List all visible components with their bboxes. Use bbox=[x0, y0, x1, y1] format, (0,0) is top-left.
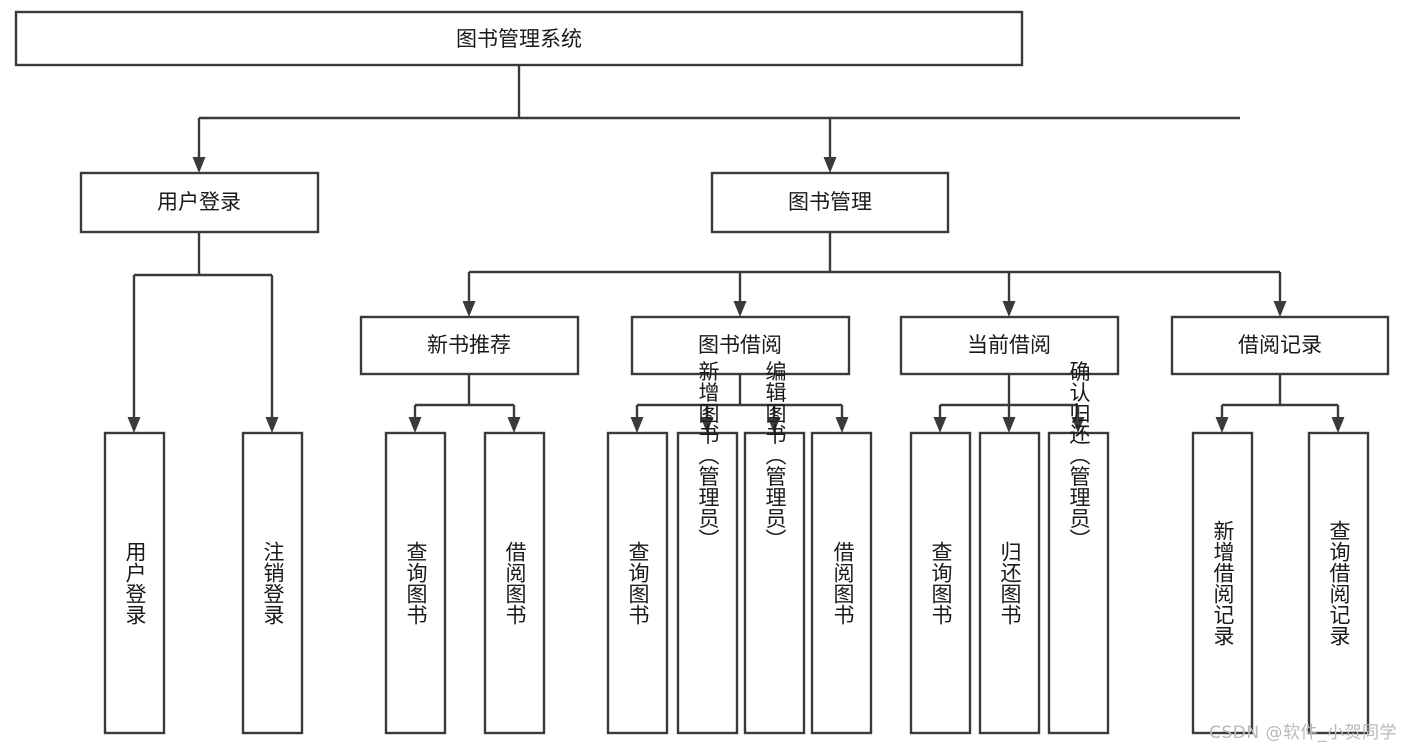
book-borrow-label: 图书借阅 bbox=[698, 333, 782, 357]
node-book-borrow[interactable]: 图书借阅 bbox=[630, 315, 851, 376]
node-leaf-query-book-3[interactable]: 查询图书 bbox=[909, 431, 972, 735]
arrow-leaf-query-book-3 bbox=[933, 417, 947, 433]
node-leaf-add-book[interactable]: 新增图书（管理员） bbox=[676, 361, 739, 735]
leaf-confirm-return-box[interactable] bbox=[1047, 431, 1110, 735]
root-box[interactable] bbox=[14, 10, 1024, 67]
node-root[interactable]: 图书管理系统 bbox=[14, 10, 1024, 67]
arrow-leaf-borrow-book-1 bbox=[507, 417, 521, 433]
leaf-add-record-box[interactable] bbox=[1191, 431, 1254, 735]
leaf-edit-book-box[interactable] bbox=[743, 431, 806, 735]
leaf-query-record-box[interactable] bbox=[1307, 431, 1370, 735]
leaf-user-login-box[interactable] bbox=[103, 431, 166, 735]
node-leaf-user-login[interactable]: 用户登录 bbox=[103, 431, 166, 735]
node-new-book-recommend[interactable]: 新书推荐 bbox=[359, 315, 580, 376]
node-leaf-query-record[interactable]: 查询借阅记录 bbox=[1307, 431, 1370, 735]
node-leaf-logout[interactable]: 注销登录 bbox=[241, 431, 304, 735]
node-user-login[interactable]: 用户登录 bbox=[79, 171, 320, 234]
leaf-return-book-label: 归还图书 bbox=[998, 541, 1022, 625]
arrow-current-borrow bbox=[1002, 301, 1016, 317]
leaf-add-book-label: 新增图书（管理员） bbox=[696, 361, 720, 550]
leaf-query-book-1-label: 查询图书 bbox=[404, 541, 428, 625]
node-leaf-add-record[interactable]: 新增借阅记录 bbox=[1191, 431, 1254, 735]
arrow-leaf-query-record bbox=[1331, 417, 1345, 433]
leaf-return-book-box[interactable] bbox=[978, 431, 1041, 735]
leaf-logout-box[interactable] bbox=[241, 431, 304, 735]
arrow-leaf-user-login bbox=[127, 417, 141, 433]
leaf-logout-label: 注销登录 bbox=[261, 541, 285, 625]
leaf-borrow-book-2-box[interactable] bbox=[810, 431, 873, 735]
leaf-edit-book-label: 编辑图书（管理员） bbox=[763, 361, 787, 550]
leaf-query-book-3-box[interactable] bbox=[909, 431, 972, 735]
borrow-record-box[interactable] bbox=[1170, 315, 1390, 376]
user-login-label: 用户登录 bbox=[157, 190, 241, 214]
arrow-new-book-recommend bbox=[462, 301, 476, 317]
node-leaf-borrow-book-1[interactable]: 借阅图书 bbox=[483, 431, 546, 735]
csdn-watermark: CSDN @软件_小贺同学 bbox=[1209, 723, 1397, 743]
arrow-book-borrow bbox=[733, 301, 747, 317]
arrow-leaf-logout bbox=[265, 417, 279, 433]
leaf-borrow-book-2-label: 借阅图书 bbox=[831, 541, 855, 625]
new-book-recommend-label: 新书推荐 bbox=[427, 333, 511, 357]
leaf-query-book-2-box[interactable] bbox=[606, 431, 669, 735]
arrow-leaf-query-book-1 bbox=[408, 417, 422, 433]
node-current-borrow[interactable]: 当前借阅 bbox=[899, 315, 1120, 376]
leaf-query-book-1-box[interactable] bbox=[384, 431, 447, 735]
user-login-box[interactable] bbox=[79, 171, 320, 234]
node-leaf-query-book-1[interactable]: 查询图书 bbox=[384, 431, 447, 735]
node-borrow-record[interactable]: 借阅记录 bbox=[1170, 315, 1390, 376]
leaf-add-book-box[interactable] bbox=[676, 431, 739, 735]
arrow-borrow-record bbox=[1273, 301, 1287, 317]
book-borrow-box[interactable] bbox=[630, 315, 851, 376]
arrow-leaf-confirm-return bbox=[1071, 417, 1085, 433]
leaf-query-record-label: 查询借阅记录 bbox=[1327, 520, 1351, 646]
arrow-leaf-edit-book bbox=[767, 417, 781, 433]
node-leaf-borrow-book-2[interactable]: 借阅图书 bbox=[810, 431, 873, 735]
book-management-label: 图书管理 bbox=[788, 190, 872, 214]
leaf-add-record-label: 新增借阅记录 bbox=[1211, 520, 1235, 646]
root-label: 图书管理系统 bbox=[456, 27, 582, 51]
book-management-box[interactable] bbox=[710, 171, 950, 234]
leaf-query-book-3-label: 查询图书 bbox=[929, 541, 953, 625]
arrow-leaf-query-book-2 bbox=[630, 417, 644, 433]
arrow-user-login bbox=[192, 157, 206, 173]
connector-layer bbox=[127, 65, 1345, 433]
leaf-user-login-label: 用户登录 bbox=[123, 541, 147, 625]
current-borrow-label: 当前借阅 bbox=[967, 333, 1051, 357]
arrow-leaf-add-record bbox=[1215, 417, 1229, 433]
node-leaf-confirm-return[interactable]: 确认归还（管理员） bbox=[1047, 361, 1110, 735]
new-book-recommend-box[interactable] bbox=[359, 315, 580, 376]
arrow-leaf-add-book bbox=[700, 417, 714, 433]
node-book-management[interactable]: 图书管理 bbox=[710, 171, 950, 234]
current-borrow-box[interactable] bbox=[899, 315, 1120, 376]
arrow-leaf-return-book bbox=[1002, 417, 1016, 433]
leaf-query-book-2-label: 查询图书 bbox=[626, 541, 650, 625]
borrow-record-label: 借阅记录 bbox=[1238, 333, 1322, 357]
leaf-confirm-return-label: 确认归还（管理员） bbox=[1067, 361, 1091, 550]
arrow-leaf-borrow-book-2 bbox=[835, 417, 849, 433]
leaf-borrow-book-1-box[interactable] bbox=[483, 431, 546, 735]
node-leaf-query-book-2[interactable]: 查询图书 bbox=[606, 431, 669, 735]
node-leaf-edit-book[interactable]: 编辑图书（管理员） bbox=[743, 361, 806, 735]
node-leaf-return-book[interactable]: 归还图书 bbox=[978, 431, 1041, 735]
arrow-book-management bbox=[823, 157, 837, 173]
leaf-borrow-book-1-label: 借阅图书 bbox=[503, 541, 527, 625]
